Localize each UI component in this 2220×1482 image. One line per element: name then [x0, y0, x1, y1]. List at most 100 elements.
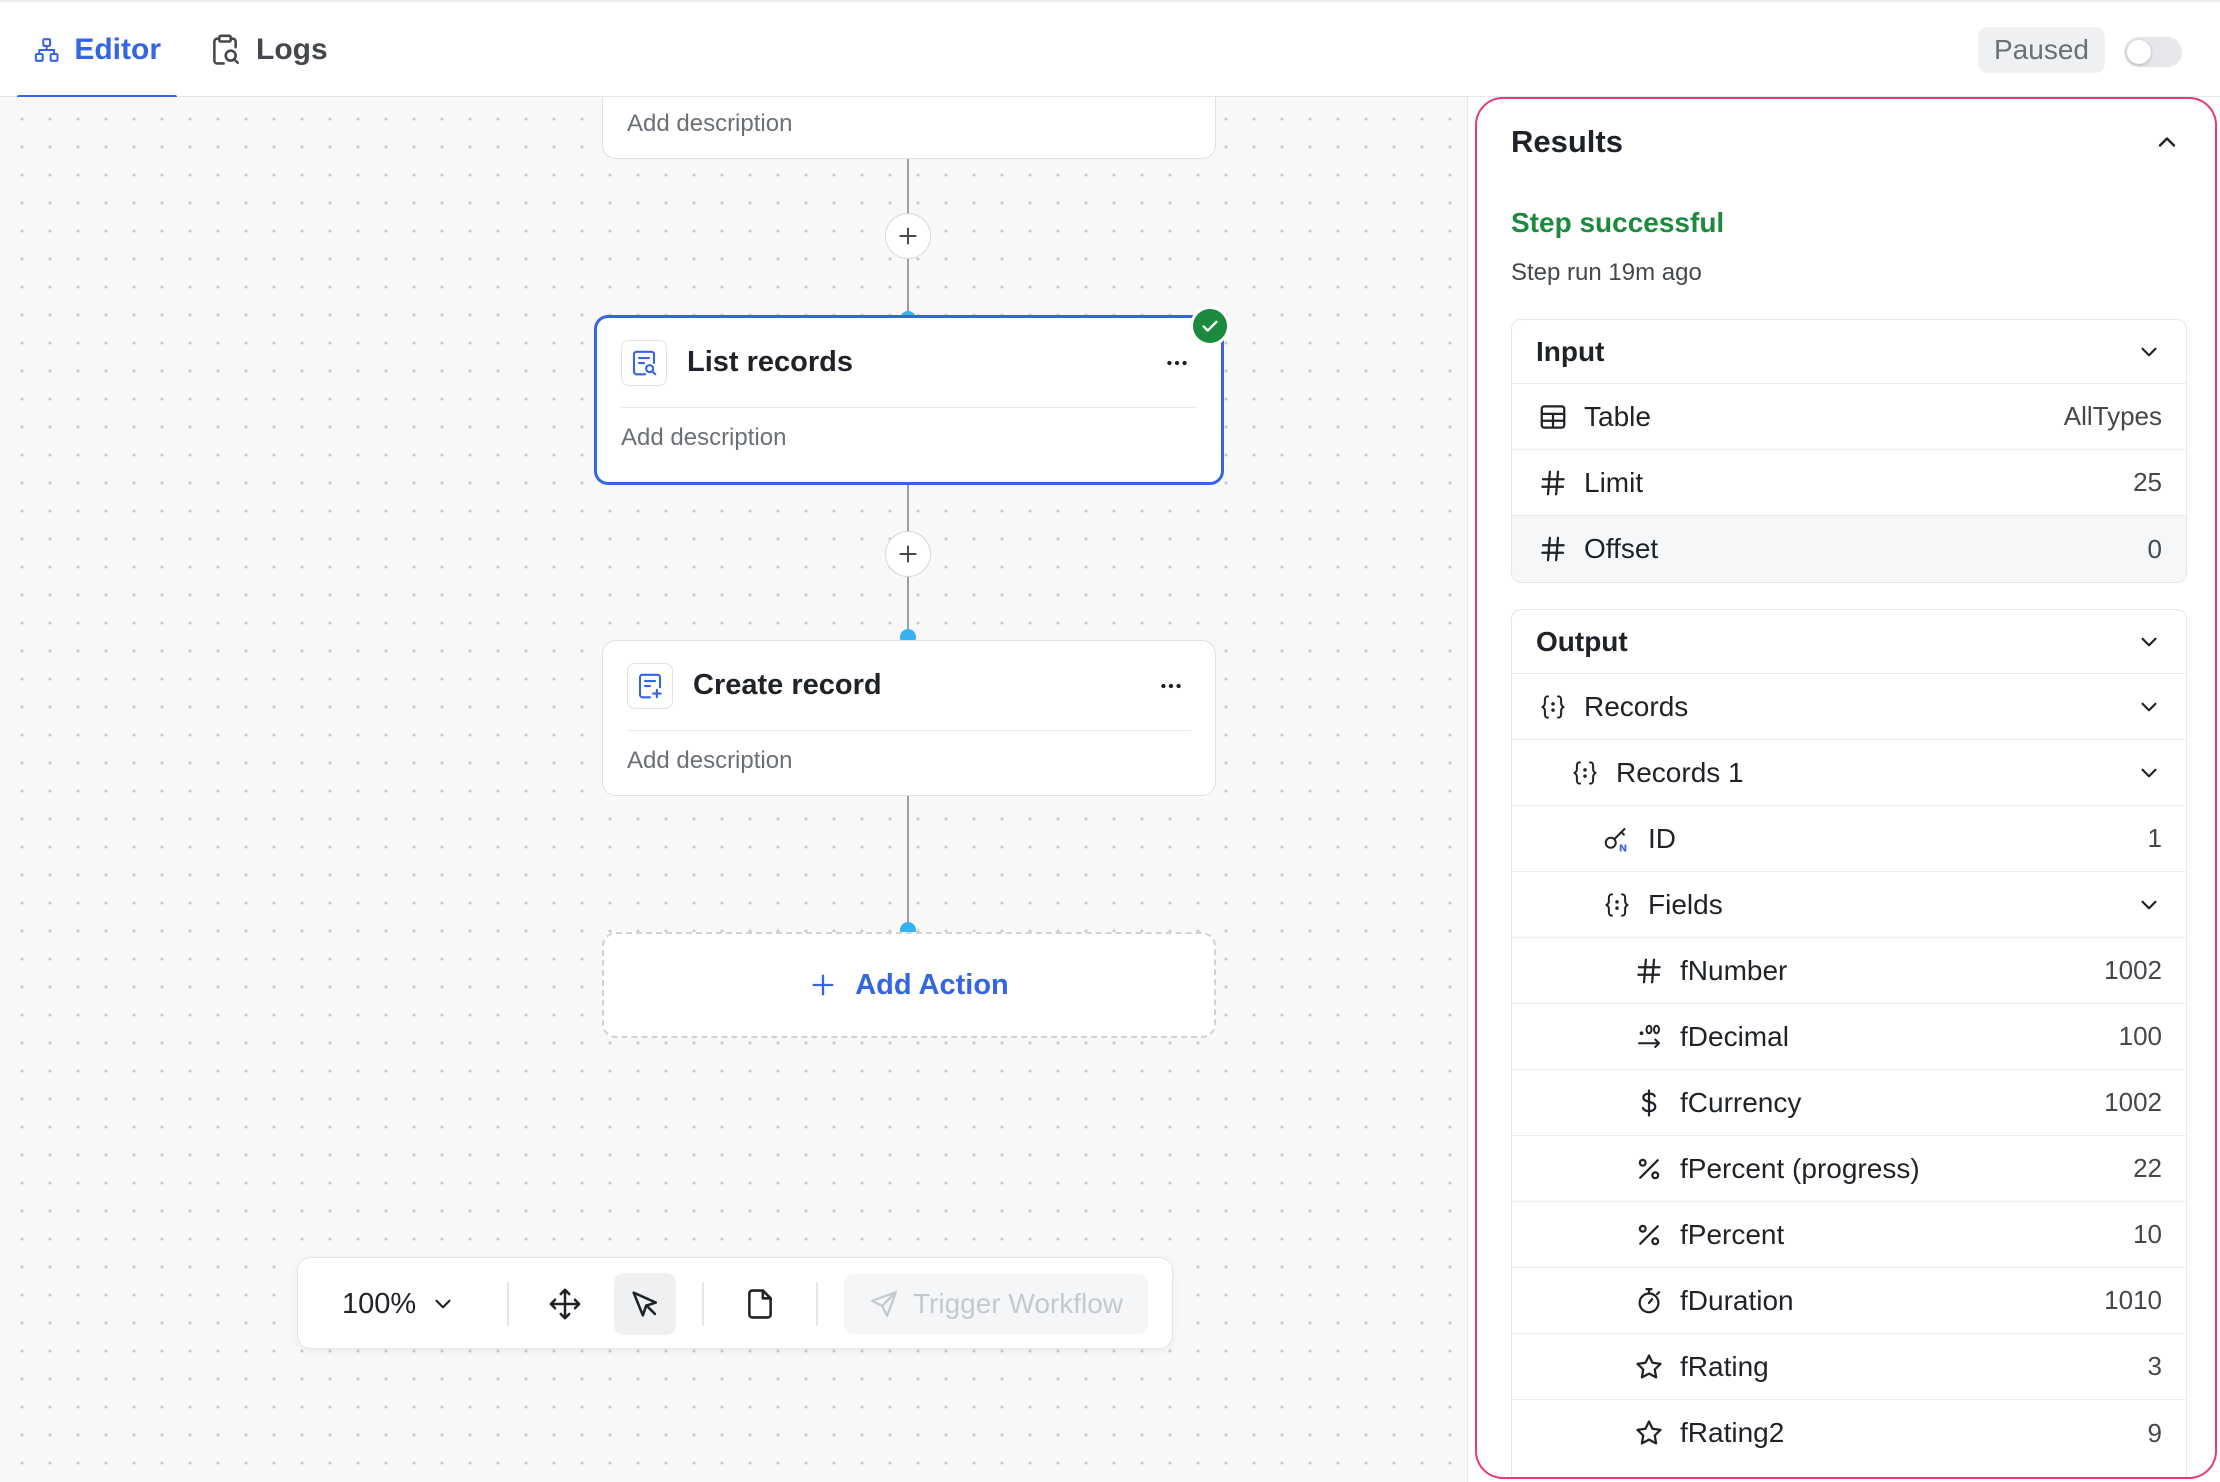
input-row-offset: Offset 0 [1512, 516, 2186, 582]
step-run-time: Step run 19m ago [1511, 259, 1702, 286]
workflow-canvas[interactable]: Add description List records Add descrip… [0, 97, 1468, 1482]
success-check-icon [1190, 306, 1230, 346]
row-value: 10 [2133, 1219, 2162, 1249]
row-value: AllTypes [2063, 401, 2162, 431]
star-icon [1632, 1350, 1666, 1384]
create-record-icon [627, 662, 673, 709]
add-action-button[interactable]: Add Action [602, 932, 1216, 1038]
pan-tool-button[interactable] [534, 1273, 596, 1335]
field-row-fdecimal: fDecimal 100 [1512, 1004, 2186, 1070]
toolbar-divider [702, 1282, 704, 1326]
input-section: Input Table AllTypes Limit 25 Offset 0 [1511, 319, 2187, 583]
field-row-frating2: fRating2 9 [1512, 1400, 2186, 1466]
chevron-up-icon[interactable] [2153, 128, 2181, 156]
list-records-node[interactable]: List records Add description [594, 315, 1224, 485]
percent-icon [1632, 1218, 1666, 1252]
results-panel: Results Step successful Step run 19m ago… [1475, 97, 2217, 1479]
row-label: fRating2 [1680, 1417, 1785, 1448]
chevron-down-icon [2141, 637, 2157, 646]
output-section: Output Records Records 1 N ID 1 [1511, 609, 2187, 1477]
object-braces-icon [1600, 888, 1634, 922]
insert-step-button[interactable] [885, 531, 931, 577]
row-label: Limit [1584, 466, 1644, 498]
row-label: fPercent (progress) [1680, 1152, 1920, 1184]
node-description[interactable]: Add description [621, 424, 787, 451]
trigger-workflow-button[interactable]: Trigger Workflow [844, 1274, 1148, 1334]
input-row-table: Table AllTypes [1512, 384, 2186, 450]
connector-line [907, 485, 909, 743]
tab-logs-label: Logs [256, 33, 328, 66]
svg-text:N: N [1619, 843, 1627, 854]
input-title: Input [1536, 335, 1605, 367]
row-label: Fields [1648, 888, 1723, 920]
workflow-icon [34, 38, 59, 62]
list-records-icon [621, 339, 667, 386]
star-icon [1632, 1416, 1666, 1450]
chevron-down-icon [435, 1299, 451, 1309]
activate-toggle[interactable] [2124, 37, 2182, 67]
field-row-frating: fRating 3 [1512, 1334, 2186, 1400]
hash-icon [1536, 466, 1570, 500]
row-label: ID [1648, 822, 1676, 854]
output-row-id: N ID 1 [1512, 806, 2186, 872]
insert-step-button[interactable] [885, 213, 931, 259]
note-button[interactable] [729, 1273, 791, 1335]
select-tool-button[interactable] [614, 1273, 676, 1335]
row-value: 1010 [2104, 1285, 2162, 1315]
percent-icon [1632, 1152, 1666, 1186]
more-horizontal-icon [1167, 360, 1187, 365]
object-braces-icon [1568, 756, 1602, 790]
chevron-down-icon [2141, 347, 2157, 356]
input-section-header[interactable]: Input [1512, 320, 2186, 384]
step-status: Step successful [1511, 207, 1725, 238]
clipboard-search-icon [213, 34, 240, 65]
row-value: 1002 [2104, 1087, 2162, 1117]
node-title: List records [687, 346, 853, 378]
paused-badge: Paused [1978, 27, 2105, 73]
plus-icon [899, 545, 917, 563]
send-icon [870, 1291, 897, 1317]
dollar-icon [1632, 1086, 1666, 1120]
file-icon [748, 1289, 772, 1319]
input-row-limit: Limit 25 [1512, 450, 2186, 516]
move-icon [549, 1288, 581, 1320]
row-label: fPercent [1680, 1218, 1785, 1250]
output-row-fields[interactable]: Fields [1512, 872, 2186, 938]
hash-icon [1536, 532, 1570, 566]
more-options-button[interactable] [1157, 350, 1197, 376]
connector-line [907, 796, 909, 930]
tab-editor[interactable]: Editor [17, 2, 177, 99]
row-value: 100 [2118, 1021, 2162, 1051]
chevron-down-icon[interactable] [2136, 694, 2162, 720]
output-title: Output [1536, 625, 1628, 657]
tab-editor-label: Editor [74, 33, 161, 66]
top-bar: Editor Logs Paused [0, 0, 2220, 99]
node-description[interactable]: Add description [627, 747, 793, 774]
more-horizontal-icon [1161, 683, 1181, 688]
create-record-node[interactable]: Create record Add description [602, 640, 1216, 796]
node-description[interactable]: Add description [627, 110, 793, 137]
output-row-records-1[interactable]: Records 1 [1512, 740, 2186, 806]
output-row-records[interactable]: Records [1512, 674, 2186, 740]
row-label: Records [1584, 690, 1689, 722]
chevron-down-icon[interactable] [2136, 892, 2162, 918]
row-label: fNumber [1680, 954, 1788, 986]
field-row-fpercent: fPercent 10 [1512, 1202, 2186, 1268]
results-title: Results [1511, 124, 1623, 159]
row-label: Records 1 [1616, 756, 1744, 788]
zoom-select[interactable]: 100% [342, 1258, 456, 1350]
field-row-fpercent-progress: fPercent (progress) 22 [1512, 1136, 2186, 1202]
key-icon: N [1600, 822, 1634, 856]
results-header[interactable]: Results [1511, 99, 2181, 185]
row-label: fDuration [1680, 1284, 1794, 1316]
chevron-down-icon[interactable] [2136, 760, 2162, 786]
plus-icon [899, 227, 917, 245]
tab-logs[interactable]: Logs [192, 2, 344, 98]
trigger-node[interactable]: Add description [602, 97, 1216, 159]
more-options-button[interactable] [1151, 673, 1191, 699]
output-section-header[interactable]: Output [1512, 610, 2186, 674]
row-label: fDecimal [1680, 1020, 1789, 1052]
trigger-workflow-label: Trigger Workflow [912, 1288, 1124, 1319]
hash-icon [1632, 954, 1666, 988]
object-braces-icon [1536, 690, 1570, 724]
